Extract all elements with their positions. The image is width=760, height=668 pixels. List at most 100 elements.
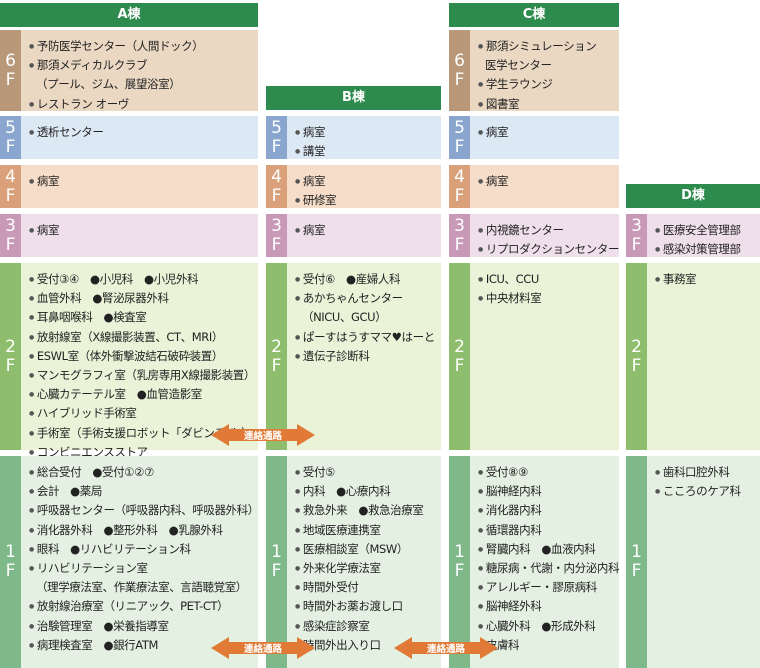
room-item: 医療相談室（MSW） xyxy=(295,540,439,559)
cell-b-1f: 1F 受付⑤ 内科 ●心療内科 救急外来 ●救急治療室 地域医療連携室 医療相談… xyxy=(266,456,441,668)
cell-b-5f: 5F 病室 講堂 xyxy=(266,116,441,159)
room-item: 放射線室（X線撮影装置、CT、MRI） xyxy=(29,328,256,347)
room-item: リハビリテーション室 xyxy=(29,559,256,578)
cell-c-3f: 3F 内視鏡センター リプロダクションセンター xyxy=(449,214,619,257)
room-item-row: 内科 ●心療内科 xyxy=(295,482,439,501)
cell-items: 医療安全管理部 感染対策管理部 xyxy=(655,221,758,259)
room-item: 外来化学療法室 xyxy=(295,559,439,578)
room-item-row: 心臓カテーテル室 ●血管造影室 xyxy=(29,385,256,404)
room-item: 受付⑤ xyxy=(295,463,439,482)
cell-items: 受付③④ ●小児科 ●小児外科 血管外科 ●腎泌尿器外科 耳鼻咽喉科 ●検査室 … xyxy=(29,270,256,462)
cell-items: 病室 xyxy=(29,221,256,240)
building-header-b: B棟 xyxy=(266,86,441,110)
room-item: コンビニエンスストア xyxy=(29,443,256,462)
cell-b-4f: 4F 病室 研修室 xyxy=(266,165,441,208)
room-item: 医療安全管理部 xyxy=(655,221,758,240)
double-arrow-icon xyxy=(394,637,498,659)
room-item: アレルギー・膠原病科 xyxy=(478,578,617,597)
connector-arrow-ab-1f: 連絡通路 xyxy=(211,637,315,659)
room-item-row: 眼科 ●リハビリテーション科 xyxy=(29,540,256,559)
connector-arrow-ab-2f: 連絡通路 xyxy=(211,424,315,446)
room-item-row: 救急外来 ●救急治療室 xyxy=(295,501,439,520)
room-item-row: 会計 ●薬局 xyxy=(29,482,256,501)
room-item-row: 消化器外科 ●整形外科 ●乳腺外科 xyxy=(29,521,256,540)
cell-b-3f: 3F 病室 xyxy=(266,214,441,257)
room-item-row: 耳鼻咽喉科 ●検査室 xyxy=(29,308,256,327)
room-item: 感染対策管理部 xyxy=(655,240,758,259)
room-item-row: 心臓外科 ●形成外科 xyxy=(478,617,617,636)
room-item: こころのケア科 xyxy=(655,482,758,501)
cell-items: 受付⑥ ●産婦人科 あかちゃんセンター （NICU、GCU） ぱーすはうすママ♥… xyxy=(295,270,439,366)
room-item-note: 医学センター xyxy=(485,58,552,73)
cell-items: 総合受付 ●受付①②⑦ 会計 ●薬局 呼吸器センター（呼吸器内科、呼吸器外科） … xyxy=(29,463,259,655)
room-item: 透析センター xyxy=(29,123,256,142)
room-item: 病室 xyxy=(29,172,256,191)
double-arrow-icon xyxy=(211,424,315,446)
room-item: 予防医学センター（人間ドック） xyxy=(29,37,256,56)
room-item: 受付⑧⑨ xyxy=(478,463,617,482)
room-item: 講堂 xyxy=(295,142,439,161)
room-item: 病室 xyxy=(478,172,617,191)
room-item: 消化器内科 xyxy=(478,501,617,520)
room-item: 中央材料室 xyxy=(478,289,617,308)
room-item: リプロダクションセンター xyxy=(478,240,620,259)
room-item: 那須メディカルクラブ xyxy=(29,56,256,75)
room-item-row: 総合受付 ●受付①②⑦ xyxy=(29,463,256,482)
room-item: マンモグラフィ室（乳房専用X線撮影装置） xyxy=(29,366,256,385)
cell-a-5f: 5F 透析センター xyxy=(0,116,258,159)
room-item: 呼吸器センター（呼吸器内科、呼吸器外科） xyxy=(29,501,259,520)
cell-d-3f: 3F 医療安全管理部 感染対策管理部 xyxy=(626,214,760,257)
room-item-note: （NICU、GCU） xyxy=(302,310,387,325)
room-item: 地域医療連携室 xyxy=(295,521,439,540)
cell-items: 予防医学センター（人間ドック） 那須メディカルクラブ （プール、ジム、展望浴室）… xyxy=(29,37,256,114)
cell-d-2f: 2F 事務室 xyxy=(626,263,760,450)
room-item-row: 治験管理室 ●栄養指導室 xyxy=(29,617,256,636)
room-item: 感染症診察室 xyxy=(295,617,439,636)
room-item: 事務室 xyxy=(655,270,758,289)
building-header-d: D棟 xyxy=(626,184,760,208)
room-item: 病室 xyxy=(478,123,617,142)
cell-items: 受付⑧⑨ 脳神経内科 消化器内科 循環器内科 腎臓内科 ●血液内科 糖尿病・代謝… xyxy=(478,463,620,655)
room-item: 遺伝子診断科 xyxy=(295,347,439,366)
room-item: 脳神経内科 xyxy=(478,482,617,501)
room-item: 皮膚科 xyxy=(478,636,617,655)
cell-items: 病室 研修室 xyxy=(295,172,439,210)
cell-items: 病室 xyxy=(478,123,617,142)
cell-items: 那須シミュレーション 医学センター 学生ラウンジ 図書室 xyxy=(478,37,617,114)
cell-d-1f: 1F 歯科口腔外科 こころのケア科 xyxy=(626,456,760,668)
room-item: 病室 xyxy=(295,172,439,191)
room-item: 病室 xyxy=(295,123,439,142)
room-item: ESWL室（体外衝撃波結石破砕装置） xyxy=(29,347,256,366)
cell-b-2f: 2F 受付⑥ ●産婦人科 あかちゃんセンター （NICU、GCU） ぱーすはうす… xyxy=(266,263,441,450)
cell-items: 透析センター xyxy=(29,123,256,142)
room-item-note: （理学療法室、作業療法室、言語聴覚室） xyxy=(36,580,247,595)
room-item: 循環器内科 xyxy=(478,521,617,540)
building-header-c: C棟 xyxy=(449,3,619,27)
room-item: 学生ラウンジ xyxy=(478,75,617,94)
building-header-a: A棟 xyxy=(0,3,258,27)
room-item: ICU、CCU xyxy=(478,270,617,289)
cell-items: 病室 xyxy=(478,172,617,191)
room-item: 歯科口腔外科 xyxy=(655,463,758,482)
connector-arrow-bc-1f: 連絡通路 xyxy=(394,637,498,659)
room-item: 研修室 xyxy=(295,191,439,210)
cell-items: 病室 xyxy=(295,221,439,240)
room-item: 那須シミュレーション xyxy=(478,37,617,56)
cell-c-2f: 2F ICU、CCU 中央材料室 xyxy=(449,263,619,450)
